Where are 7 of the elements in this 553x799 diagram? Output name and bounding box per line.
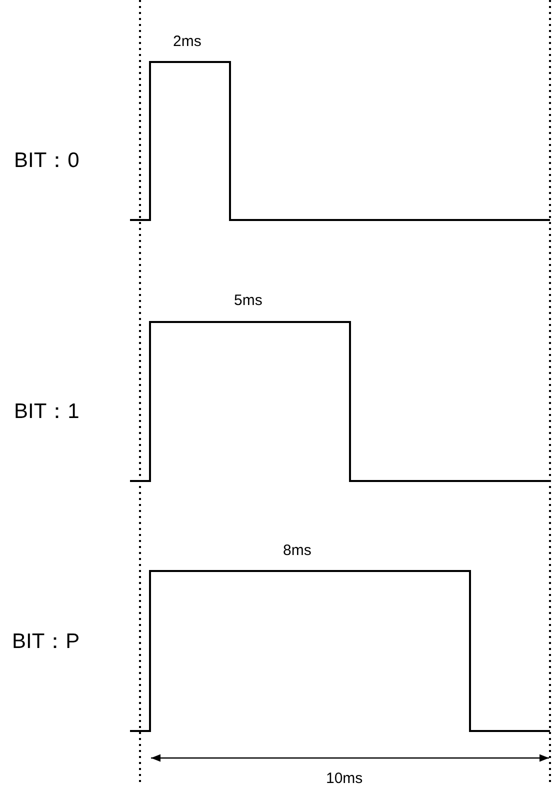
signal-label: BIT：1 [14,401,80,422]
signal-label: BIT：0 [14,150,80,171]
dimension-label: 10ms [326,771,363,786]
duration-label: 5ms [234,293,262,308]
duration-label: 8ms [283,543,312,558]
signal-label: BIT：P [12,631,80,652]
duration-label: 2ms [173,34,202,49]
